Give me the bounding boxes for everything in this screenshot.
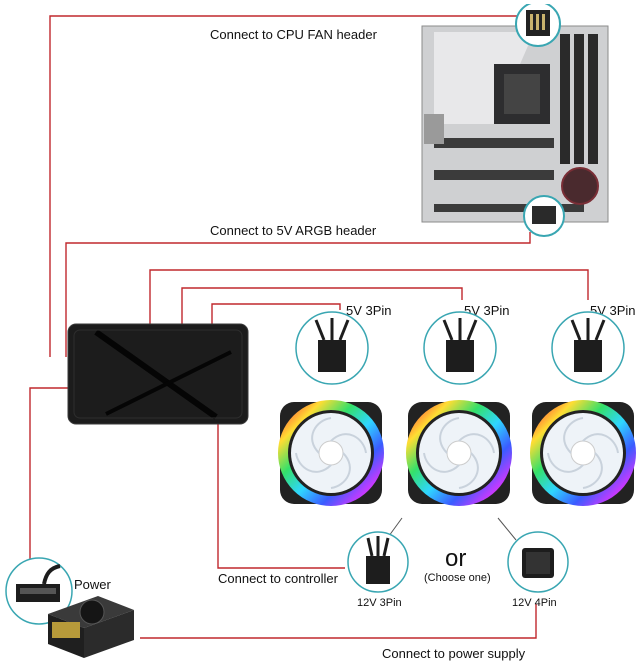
molex-4pin-connector-icon xyxy=(507,531,569,593)
wire-fan3 xyxy=(211,303,341,326)
or-label: or xyxy=(445,545,467,572)
12v-3pin-label: 12V 3Pin xyxy=(357,597,402,609)
fan2-pin-label: 5V 3Pin xyxy=(464,303,510,318)
power-label: Power xyxy=(74,577,111,592)
power-supply-icon xyxy=(48,596,134,658)
wire-fan1 xyxy=(149,269,589,326)
wire-controller xyxy=(217,420,345,569)
choose-one-label: (Choose one) xyxy=(424,572,491,584)
argb-label: Connect to 5V ARGB header xyxy=(210,223,377,238)
3pin-connector-icon xyxy=(347,531,409,593)
controller-hub-icon xyxy=(67,323,249,425)
wire-cpu-fan xyxy=(49,15,540,357)
3pin-connector-icon xyxy=(551,311,625,385)
wire-argb xyxy=(65,232,531,357)
wire-psu xyxy=(140,604,537,639)
rgb-fan-3 xyxy=(530,400,636,506)
sata-power-connector-icon xyxy=(5,557,73,625)
fan1-pin-label: 5V 3Pin xyxy=(346,303,392,318)
cpu-fan-label: Connect to CPU FAN header xyxy=(210,27,377,42)
wire-power xyxy=(29,387,68,570)
12v-4pin-label: 12V 4Pin xyxy=(512,597,557,609)
rgb-fan-1 xyxy=(278,400,384,506)
rgb-fan-2 xyxy=(406,400,512,506)
controller-label: Connect to controller xyxy=(218,571,338,586)
wire-fan2 xyxy=(181,287,463,326)
power-supply-label: Connect to power supply xyxy=(382,646,526,661)
3pin-connector-icon xyxy=(423,311,497,385)
motherboard-icon xyxy=(421,4,609,237)
fan3-pin-label: 5V 3Pin xyxy=(590,303,636,318)
3pin-connector-icon xyxy=(295,311,369,385)
